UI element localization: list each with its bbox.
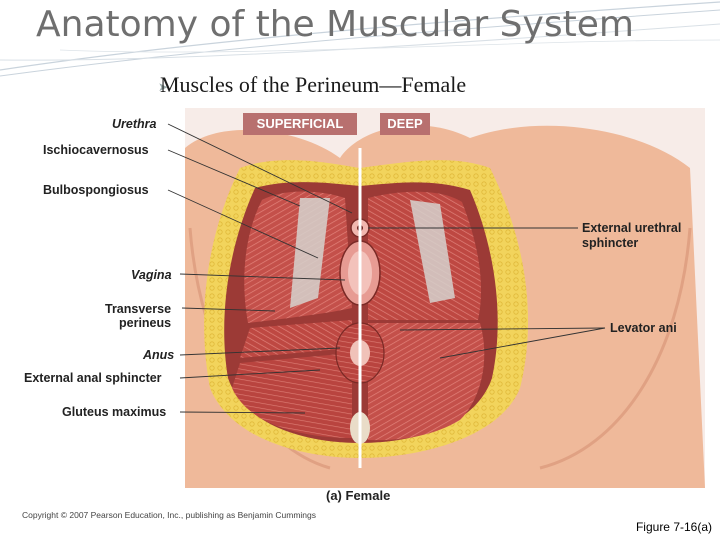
slide-title: Anatomy of the Muscular System: [36, 4, 634, 45]
header-swoosh: [0, 1, 720, 77]
label-urethra: Urethra: [112, 117, 157, 131]
arrow-bullet-icon: ➤: [158, 80, 169, 94]
slide-subtitle: Muscles of the Perineum—Female: [160, 72, 467, 97]
label-gluteus-maximus: Gluteus maximus: [62, 405, 167, 419]
deep-tag: DEEP: [380, 113, 430, 135]
figure-number: Figure 7-16(a): [635, 520, 712, 534]
label-anus: Anus: [143, 348, 175, 362]
label-transverse: Transverse: [105, 302, 172, 316]
label-external-anal-sphincter: External anal sphincter: [24, 371, 162, 385]
label-vagina: Vagina: [131, 268, 172, 282]
copyright-text: Copyright © 2007 Pearson Education, Inc.…: [22, 510, 317, 520]
perineum-illustration: [167, 108, 705, 488]
label-bulbospongiosus: Bulbospongiosus: [43, 183, 149, 197]
label-sphincter: sphincter: [582, 236, 639, 250]
figure-caption: (a) Female: [326, 488, 391, 503]
label-perineus: perineus: [119, 316, 172, 330]
label-levator-ani: Levator ani: [610, 321, 677, 335]
label-ischiocavernosus: Ischiocavernosus: [43, 143, 149, 157]
label-external-urethral: External urethral: [582, 221, 682, 235]
superficial-tag: SUPERFICIAL: [243, 113, 357, 135]
